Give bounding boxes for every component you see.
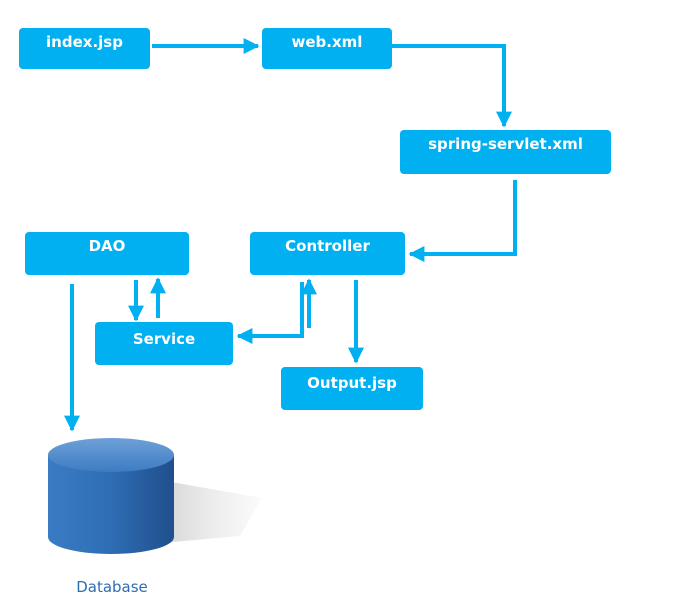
edge-web-to-spring <box>392 44 512 128</box>
output-jsp-node: Output.jsp <box>281 367 423 410</box>
spring-servlet-xml-node: spring-servlet.xml <box>400 130 611 174</box>
database-icon <box>48 438 262 554</box>
service-node: Service <box>95 322 233 365</box>
web-xml-node: web.xml <box>262 28 392 69</box>
dao-node: DAO <box>25 232 189 275</box>
edge-controller-to-service <box>236 282 304 344</box>
index-jsp-node: index.jsp <box>19 28 150 69</box>
database-label: Database <box>76 578 148 596</box>
controller-node: Controller <box>250 232 405 275</box>
edge-spring-to-controller <box>408 180 517 262</box>
